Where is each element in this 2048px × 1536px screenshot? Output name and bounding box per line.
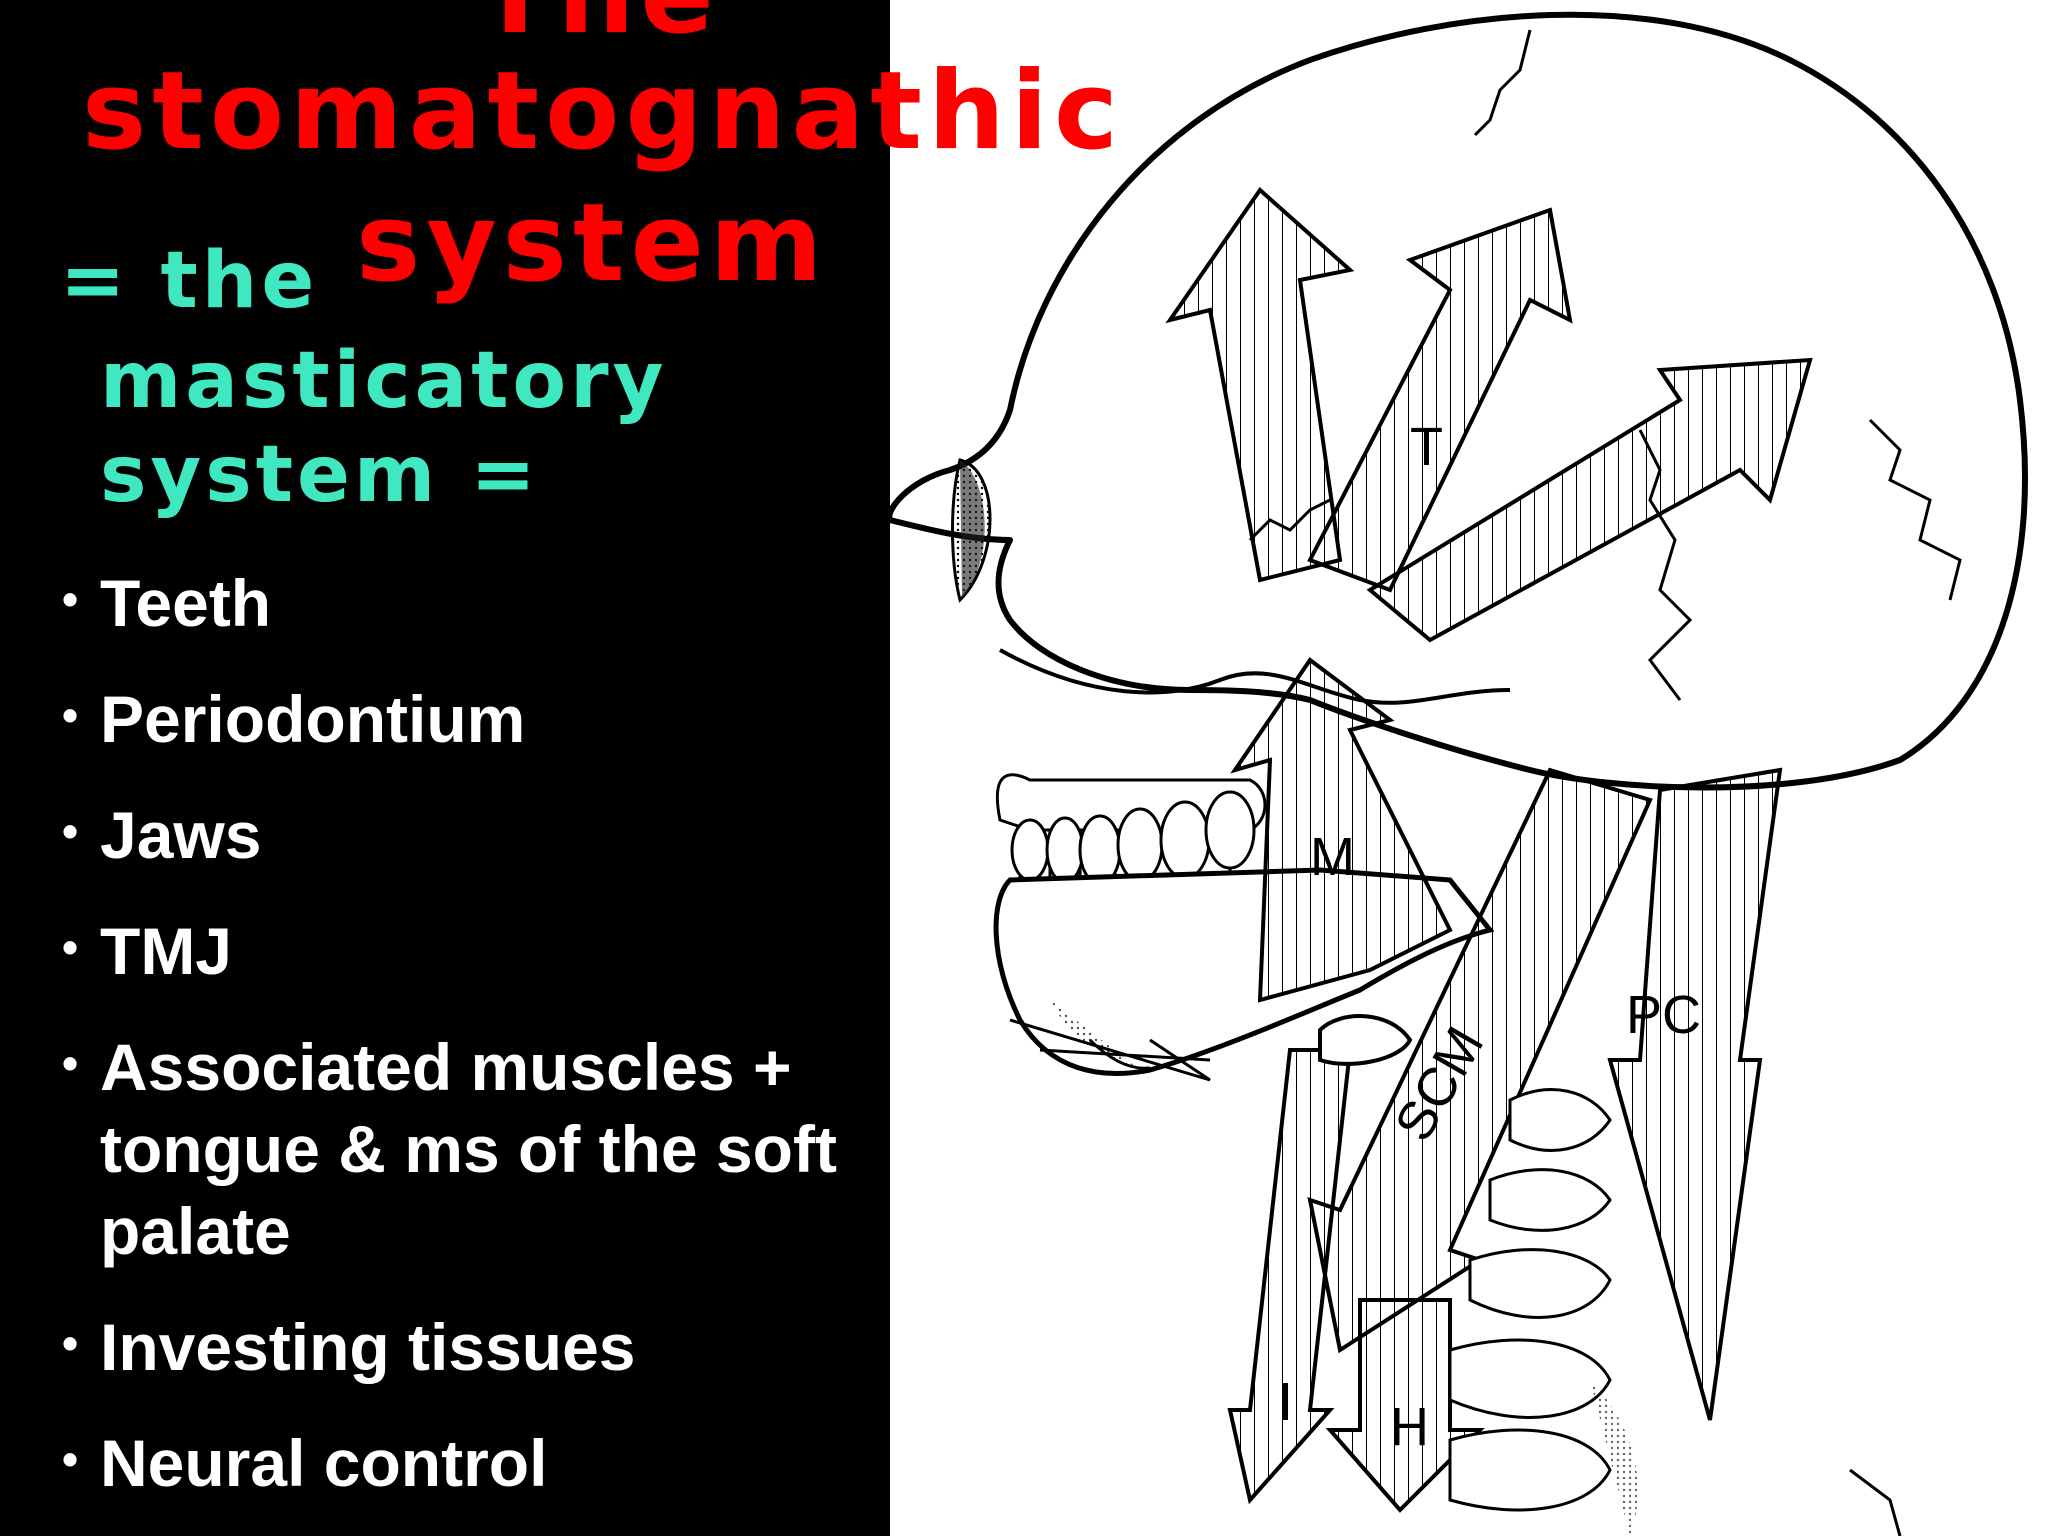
bullet-dot-icon: • (62, 573, 79, 625)
bullet-text: Associated muscles + tongue & ms of the … (100, 1030, 837, 1268)
subtitle-line-1: = the (60, 236, 319, 326)
bullet-dot-icon: • (62, 1317, 79, 1369)
label-posterior-cervical: PC (1626, 985, 1701, 1045)
bullet-dot-icon: • (62, 1433, 79, 1485)
cervical-vertebrae (1448, 1088, 1612, 1512)
bullet-text: Periodontium (100, 682, 526, 756)
infrahyoid-arrows (1227, 1048, 1485, 1513)
bullet-text: Jaws (100, 798, 262, 872)
bullet-dot-icon: • (62, 921, 79, 973)
bullet-text: TMJ (100, 914, 232, 988)
bullet-item: • TMJ (62, 910, 882, 992)
hyoid-bone (1318, 1014, 1413, 1066)
zygomatic-arch (999, 648, 1511, 705)
bullet-dot-icon: • (62, 805, 79, 857)
title-line-1: The (478, 0, 720, 50)
subtitle-line-3: system = (100, 430, 540, 520)
bullet-item: • Teeth (62, 562, 882, 644)
bullet-item: • Neural control (62, 1422, 882, 1504)
bullet-item: • Investing tissues (62, 1306, 882, 1388)
label-temporalis: T (1410, 417, 1443, 477)
posterior-cervical-arrow (1607, 767, 1783, 1421)
bullet-text: Neural control (100, 1426, 548, 1500)
label-hyoid: H (1390, 1397, 1429, 1457)
bullet-dot-icon: • (62, 689, 79, 741)
bullet-text: Investing tissues (100, 1310, 636, 1384)
teeth (995, 773, 1267, 886)
title-line-2: stomatognathic (82, 49, 1124, 174)
bullet-dot-icon: • (62, 1037, 79, 1089)
title-line-3: system (356, 181, 829, 306)
bullet-item: • Periodontium (62, 678, 882, 760)
skull-muscle-diagram: T M SCM PC I H (890, 11, 2028, 1536)
subtitle-line-2: masticatory (100, 336, 668, 426)
cranial-sutures (1248, 29, 1962, 701)
label-masseter: M (1310, 827, 1355, 887)
left-text-panel (0, 0, 890, 1536)
bullet-item: • Associated muscles + tongue & ms of th… (62, 1026, 882, 1272)
bullet-text: Teeth (100, 566, 272, 640)
temporalis-arrows (1165, 187, 1813, 643)
bullet-item: • Jaws (62, 794, 882, 876)
label-infrahyoid: I (1278, 1372, 1293, 1432)
masseter-arrow (1230, 657, 1453, 1003)
